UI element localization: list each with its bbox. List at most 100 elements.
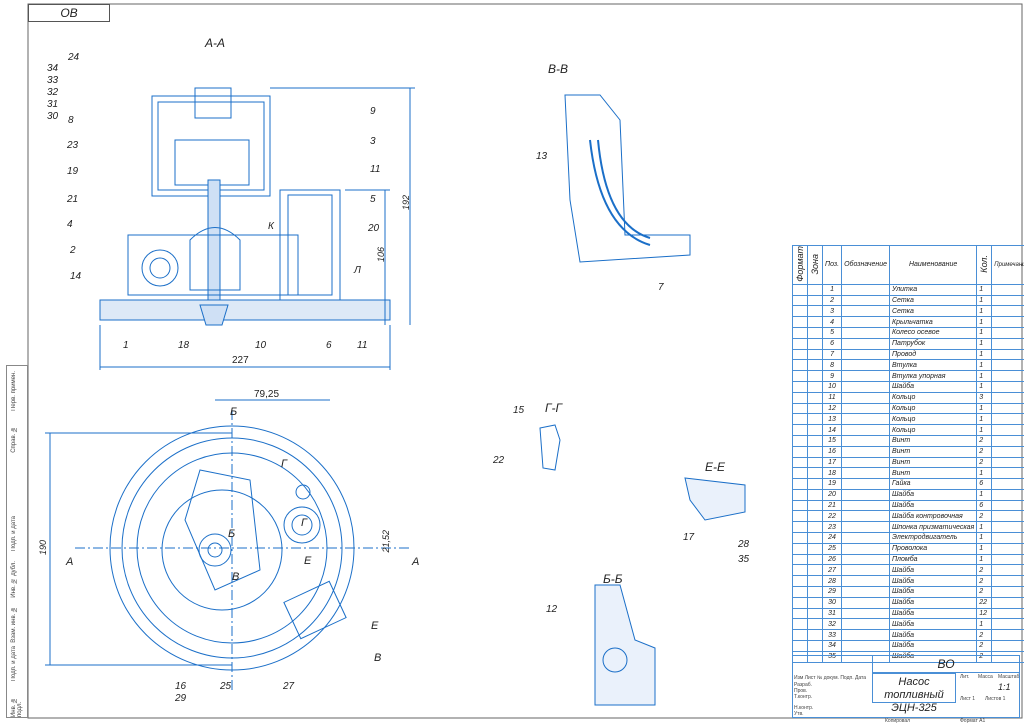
cell-designation (842, 392, 890, 403)
callout: 34 (47, 63, 58, 74)
cell-pos: 16 (823, 446, 842, 457)
cell-note (992, 284, 1024, 295)
cell-note (992, 371, 1024, 382)
cell-zone (808, 414, 823, 425)
cell-format (793, 392, 808, 403)
callout: 27 (283, 681, 294, 692)
cell-zone (808, 295, 823, 306)
cell-designation (842, 360, 890, 371)
cell-name: Улитка (889, 284, 976, 295)
cell-pos: 33 (823, 630, 842, 641)
cell-qty: 6 (977, 479, 992, 490)
callout: 11 (357, 340, 367, 351)
section-mark: А (66, 556, 73, 568)
cell-qty: 2 (977, 576, 992, 587)
cell-note (992, 338, 1024, 349)
cell-name: Гайка (889, 479, 976, 490)
cell-note (992, 576, 1024, 587)
cell-format (793, 511, 808, 522)
cell-qty: 1 (977, 338, 992, 349)
stamp-box: ОВ (28, 4, 110, 22)
cell-zone (808, 371, 823, 382)
cell-pos: 32 (823, 619, 842, 630)
cell-format (793, 619, 808, 630)
cell-note (992, 306, 1024, 317)
cell-name: Втулка упорная (889, 371, 976, 382)
dimension: 190 (38, 540, 48, 555)
cell-format (793, 608, 808, 619)
callout: 5 (370, 194, 376, 205)
cell-pos: 22 (823, 511, 842, 522)
cell-designation (842, 565, 890, 576)
cell-format (793, 306, 808, 317)
section-mark: А (412, 556, 419, 568)
side-text: Взам. инв. № (11, 606, 17, 643)
cell-designation (842, 414, 890, 425)
role-label: Т.контр. (794, 694, 812, 700)
scale-label: Масштаб (998, 674, 1019, 680)
callout: 1 (123, 340, 129, 351)
name-line1: Насос топливный (873, 676, 955, 702)
side-text: Перв. примен. (11, 371, 17, 411)
callout: 24 (68, 52, 79, 63)
dimension: Л (354, 265, 361, 276)
callout: 3 (370, 136, 376, 147)
view-title-ee: Е-Е (705, 460, 725, 474)
header-qty: Кол. (979, 255, 989, 273)
cell-name: Провод (889, 349, 976, 360)
header-pos: Поз. (823, 246, 842, 285)
cell-qty: 1 (977, 425, 992, 436)
callout: 31 (47, 99, 58, 110)
callout: 6 (326, 340, 332, 351)
cell-name: Шпонка призматическая (889, 522, 976, 533)
dimension: 79,25 (254, 389, 279, 400)
callout: 9 (370, 106, 376, 117)
cell-format (793, 403, 808, 414)
cell-pos: 11 (823, 392, 842, 403)
cell-note (992, 295, 1024, 306)
cell-name: Кольцо (889, 425, 976, 436)
callout: 13 (536, 151, 547, 162)
cell-qty: 1 (977, 533, 992, 544)
cell-note (992, 425, 1024, 436)
cell-name: Втулка (889, 360, 976, 371)
cell-qty: 1 (977, 381, 992, 392)
cell-designation (842, 522, 890, 533)
cell-note (992, 608, 1024, 619)
cell-pos: 26 (823, 554, 842, 565)
cell-zone (808, 327, 823, 338)
cell-pos: 10 (823, 381, 842, 392)
parts-list-table: Формат Зона Поз. Обозначение Наименовани… (792, 245, 1024, 663)
view-title-gg: Г-Г (545, 401, 562, 415)
cell-note (992, 317, 1024, 328)
cell-pos: 30 (823, 597, 842, 608)
cell-designation (842, 576, 890, 587)
cell-note (992, 597, 1024, 608)
cell-format (793, 576, 808, 587)
cell-qty: 1 (977, 619, 992, 630)
cell-designation (842, 533, 890, 544)
section-mark: Г (281, 458, 287, 470)
callout: 15 (513, 405, 524, 416)
header-name: Наименование (889, 246, 976, 285)
callout: 25 (220, 681, 231, 692)
cell-designation (842, 597, 890, 608)
cell-designation (842, 479, 890, 490)
cell-pos: 14 (823, 425, 842, 436)
dimension: 192 (401, 195, 411, 210)
cell-designation (842, 511, 890, 522)
cell-name: Шайба (889, 608, 976, 619)
cell-zone (808, 284, 823, 295)
cell-pos: 27 (823, 565, 842, 576)
cell-zone (808, 457, 823, 468)
